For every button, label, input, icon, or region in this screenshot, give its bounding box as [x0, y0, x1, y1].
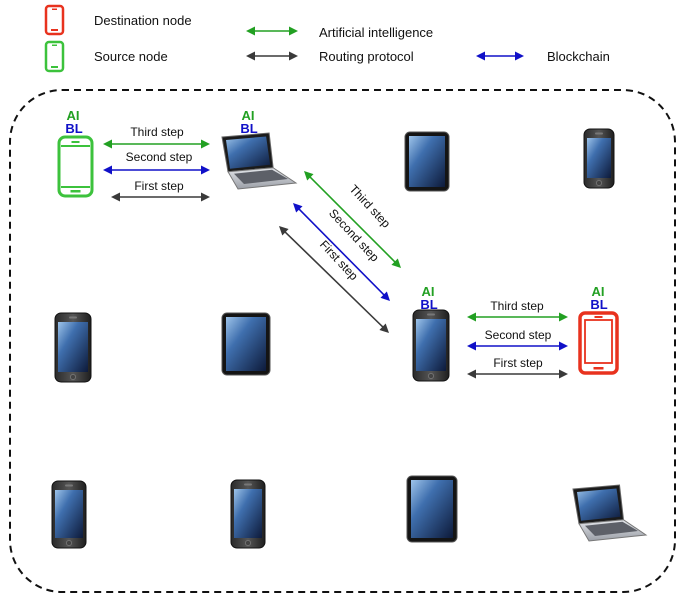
- destination-bl-tag: BL: [590, 297, 607, 312]
- device-relay-laptop: [221, 132, 298, 190]
- step-label-first-1: First step: [134, 179, 184, 193]
- device-tablet-r1c3: [404, 131, 450, 192]
- legend-ai-arrow: [246, 26, 298, 36]
- arrow-routing-source-laptop: [111, 192, 210, 202]
- legend-routing-label: Routing protocol: [319, 49, 414, 64]
- step-label-third-3: Third step: [490, 299, 544, 313]
- relay-phone-bl-tag: BL: [420, 297, 437, 312]
- arrow-routing-relay-destination: [467, 369, 568, 379]
- legend-routing-arrow: [246, 51, 298, 61]
- device-tablet-r3c3: [406, 475, 458, 543]
- destination-ai-tag: AI: [592, 284, 605, 299]
- source-ai-tag: AI: [67, 108, 80, 123]
- arrow-ai-laptop-relay: [304, 171, 401, 268]
- legend-source-label: Source node: [94, 49, 168, 64]
- network-boundary: [9, 89, 676, 593]
- device-phone-r3c2: [230, 479, 266, 549]
- device-source: [57, 135, 94, 198]
- laptop-ai-tag: AI: [242, 108, 255, 123]
- legend-ai-label: Artificial intelligence: [319, 25, 433, 40]
- laptop-bl-tag: BL: [240, 121, 257, 136]
- step-label-third-1: Third step: [130, 125, 184, 139]
- legend-source-icon: [44, 40, 65, 73]
- step-label-first-3: First step: [493, 356, 543, 370]
- device-phone-r1c4: [583, 128, 615, 189]
- step-label-second-1: Second step: [126, 150, 193, 164]
- device-phone-r2c1: [54, 312, 92, 383]
- arrow-ai-relay-destination: [467, 312, 568, 322]
- arrow-blockchain-source-laptop: [103, 165, 210, 175]
- legend-blockchain-label: Blockchain: [547, 49, 610, 64]
- device-laptop-r3c4: [572, 484, 648, 542]
- device-relay-phone: [412, 309, 450, 382]
- legend-blockchain-arrow: [476, 51, 524, 61]
- legend-destination-label: Destination node: [94, 13, 192, 28]
- arrow-blockchain-laptop-relay: [293, 203, 390, 301]
- device-tablet-r2c2: [221, 312, 271, 376]
- arrow-blockchain-relay-destination: [467, 341, 568, 351]
- source-bl-tag: BL: [65, 121, 82, 136]
- legend-destination-icon: [44, 4, 65, 36]
- relay-phone-ai-tag: AI: [422, 284, 435, 299]
- arrow-ai-source-laptop: [103, 139, 210, 149]
- device-phone-r3c1: [51, 480, 87, 549]
- step-label-second-3: Second step: [485, 328, 552, 342]
- arrow-routing-laptop-relay: [279, 226, 389, 333]
- device-destination: [578, 311, 619, 375]
